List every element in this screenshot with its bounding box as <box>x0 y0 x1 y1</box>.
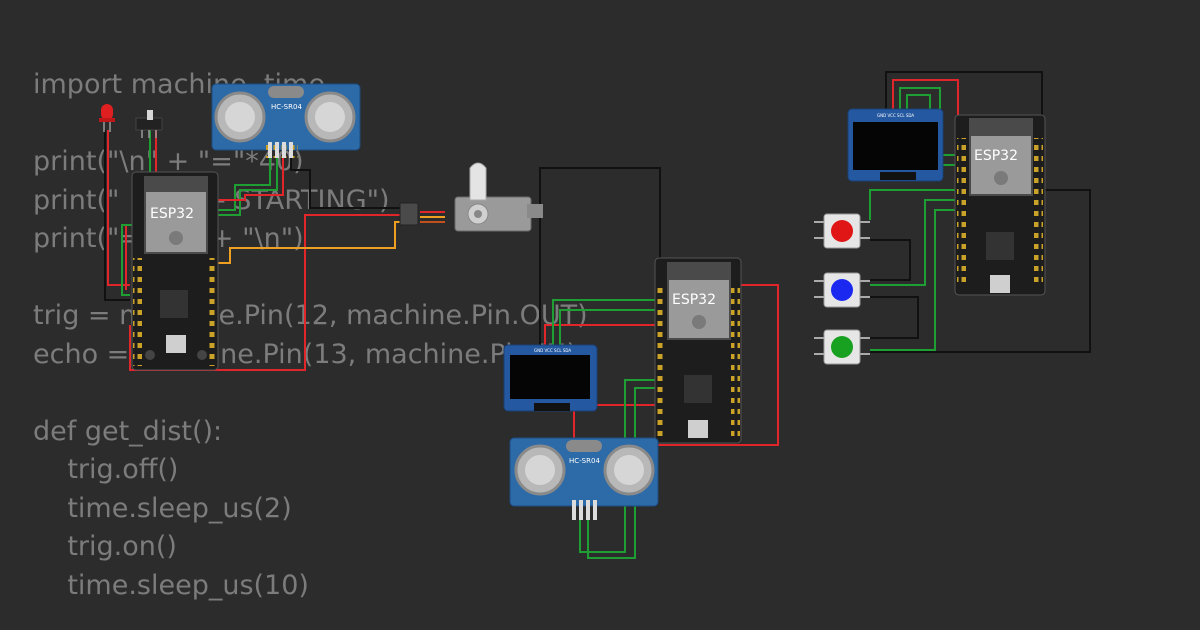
wire <box>129 214 400 371</box>
wire <box>870 189 1091 353</box>
wire <box>870 209 962 351</box>
ultrasonic-sensor-2[interactable]: HC-SR04 <box>509 437 659 520</box>
ultrasonic-sensor-1[interactable]: HC-SR04 <box>211 83 361 158</box>
esp32-board-3[interactable]: ESP32 <box>954 114 1046 296</box>
wire <box>869 189 962 220</box>
ultrasonic-label: HC-SR04 <box>271 103 302 111</box>
code-line: time.sleep_us(10) <box>33 569 309 601</box>
button-blue[interactable] <box>814 272 870 308</box>
code-line: print("\n" + "="*40) <box>33 146 304 177</box>
oled-display-2[interactable]: GND VCC SCL SDA <box>847 108 944 182</box>
wire <box>579 379 655 553</box>
button-red[interactable] <box>814 213 870 249</box>
wire <box>218 150 271 211</box>
wire <box>544 324 660 345</box>
esp32-label: ESP32 <box>974 148 1018 164</box>
oled-pin-labels: GND VCC SCL SDA <box>877 113 914 118</box>
button-green[interactable] <box>814 329 870 365</box>
wire <box>539 167 661 345</box>
esp32-board-2[interactable]: ESP32 <box>654 257 742 444</box>
wire <box>885 71 1043 140</box>
wire <box>218 221 400 264</box>
ultrasonic-label: HC-SR04 <box>569 457 600 465</box>
code-line: trig.on() <box>33 531 177 562</box>
esp32-label: ESP32 <box>150 206 194 222</box>
wire <box>870 239 911 281</box>
esp32-board-1[interactable]: ESP32 <box>131 171 219 371</box>
code-line: def get_dist(): <box>33 415 223 447</box>
oled-pin-labels: GND VCC SCL SDA <box>534 348 571 353</box>
wire <box>870 199 962 286</box>
oled-display-1[interactable]: GND VCC SCL SDA <box>503 344 598 412</box>
wire <box>552 299 660 345</box>
wire <box>104 130 130 301</box>
slide-switch[interactable] <box>135 110 163 138</box>
wire <box>218 150 278 216</box>
code-line: trig.off() <box>33 454 179 485</box>
wires-right <box>869 71 1091 353</box>
code-line: time.sleep_us(2) <box>33 492 292 524</box>
led-red[interactable] <box>99 104 115 132</box>
wire <box>290 150 400 209</box>
esp32-label: ESP32 <box>672 292 716 308</box>
wires-left <box>104 130 445 371</box>
wire <box>218 150 284 201</box>
wire <box>559 309 660 345</box>
servo-motor[interactable] <box>399 162 543 232</box>
wire <box>892 79 959 140</box>
wire <box>587 387 655 559</box>
wire <box>899 87 962 156</box>
wire <box>870 296 919 339</box>
